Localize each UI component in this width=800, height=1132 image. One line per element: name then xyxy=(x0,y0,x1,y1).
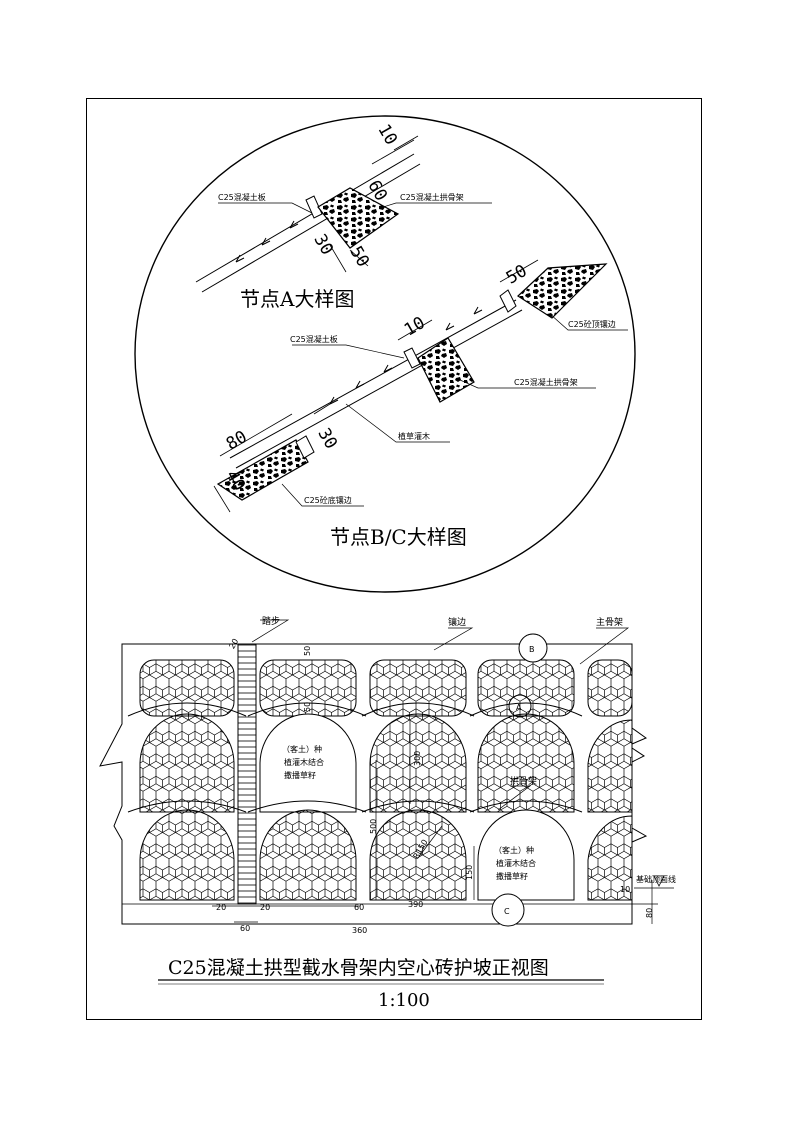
label-base-line: 基础顶面线 xyxy=(636,874,676,884)
dim-150: 150 xyxy=(465,865,474,880)
drawing-title: C25混凝土拱型截水骨架内空心砖护坡正视图 xyxy=(168,957,549,979)
detail-a-frame-label: C25混凝土拱骨架 xyxy=(400,192,464,202)
fill-text-1: （客土）种 xyxy=(282,744,322,754)
detail-a-dim-10: 10 xyxy=(373,121,401,149)
label-main-frame: 主骨架 xyxy=(596,616,623,628)
dim-50-mid: 50 xyxy=(303,702,312,712)
detail-circle xyxy=(134,115,636,593)
drawing-frame xyxy=(86,98,702,1020)
detail-bc-bottom-label: C25砼底镶边 xyxy=(304,495,352,505)
fill-text-5: 植灌木结合 xyxy=(496,858,536,868)
dim-390: 390 xyxy=(408,900,423,909)
dim-50-top: 50 xyxy=(303,646,312,656)
dim-60-mid: 60 xyxy=(354,903,364,912)
dim-20-top: 20 xyxy=(227,637,240,650)
dim-80: 80 xyxy=(645,908,654,918)
dim-20-left: 20 xyxy=(216,903,226,912)
fill-text-2: 植灌木结合 xyxy=(284,757,324,767)
fill-text-6: 撒播草籽 xyxy=(496,871,528,881)
svg-text:C: C xyxy=(504,907,510,916)
marker-a: A xyxy=(508,694,532,718)
stair-strip xyxy=(237,643,257,905)
detail-a-title: 节点A大样图 xyxy=(240,287,354,311)
dim-60-left: 60 xyxy=(240,924,250,933)
detail-bc-dim-10: 10 xyxy=(401,313,429,341)
dim-20-right: 20 xyxy=(260,903,270,912)
dim-300: 300 xyxy=(413,751,422,766)
dim-10: 10 xyxy=(620,885,630,894)
label-arch-frame: 拱骨架 xyxy=(510,775,537,787)
dim-500: 500 xyxy=(369,819,378,834)
svg-text:B: B xyxy=(529,645,535,654)
detail-bc-frame-label: C25混凝土拱骨架 xyxy=(514,377,578,387)
detail-bc-plant-label: 植草灌木 xyxy=(398,431,430,441)
svg-text:A: A xyxy=(516,703,522,712)
marker-b: B xyxy=(518,633,548,663)
label-edge: 镶边 xyxy=(448,616,466,628)
drawing-title-block: C25混凝土拱型截水骨架内空心砖护坡正视图 1:100 xyxy=(158,957,604,1011)
detail-bc-dim-80: 80 xyxy=(223,427,251,455)
fill-text-4: （客土）种 xyxy=(494,845,534,855)
detail-a: C25混凝土板 C25混凝土拱骨架 10 60 30 50 节点A大样图 xyxy=(195,121,492,311)
detail-a-plate-label: C25混凝土板 xyxy=(218,192,266,202)
detail-bc-title: 节点B/C大样图 xyxy=(330,525,467,549)
fill-text-3: 撒播草籽 xyxy=(284,770,316,780)
label-step: 踏步 xyxy=(262,615,280,627)
detail-bc: C25混凝土板 C25混凝土拱骨架 C25砼顶镶边 植草灌木 C25砼底镶边 5… xyxy=(213,259,628,549)
marker-c: C xyxy=(491,893,525,927)
elevation: B A C 踏步 镶边 主骨架 拱骨架 （客土）种 植灌木结合 撒播草籽 （客土… xyxy=(99,615,676,935)
detail-bc-dim-30: 30 xyxy=(313,425,341,453)
detail-a-dim-30: 30 xyxy=(309,231,337,259)
bottom-row-arches xyxy=(139,809,633,901)
dim-360: 360 xyxy=(352,926,367,935)
detail-bc-dim-50: 50 xyxy=(503,261,531,289)
drawing-scale: 1:100 xyxy=(378,990,430,1011)
middle-row-arches xyxy=(139,713,633,813)
detail-bc-plate-label: C25混凝土板 xyxy=(290,334,338,344)
detail-bc-top-label: C25砼顶镶边 xyxy=(568,319,616,329)
